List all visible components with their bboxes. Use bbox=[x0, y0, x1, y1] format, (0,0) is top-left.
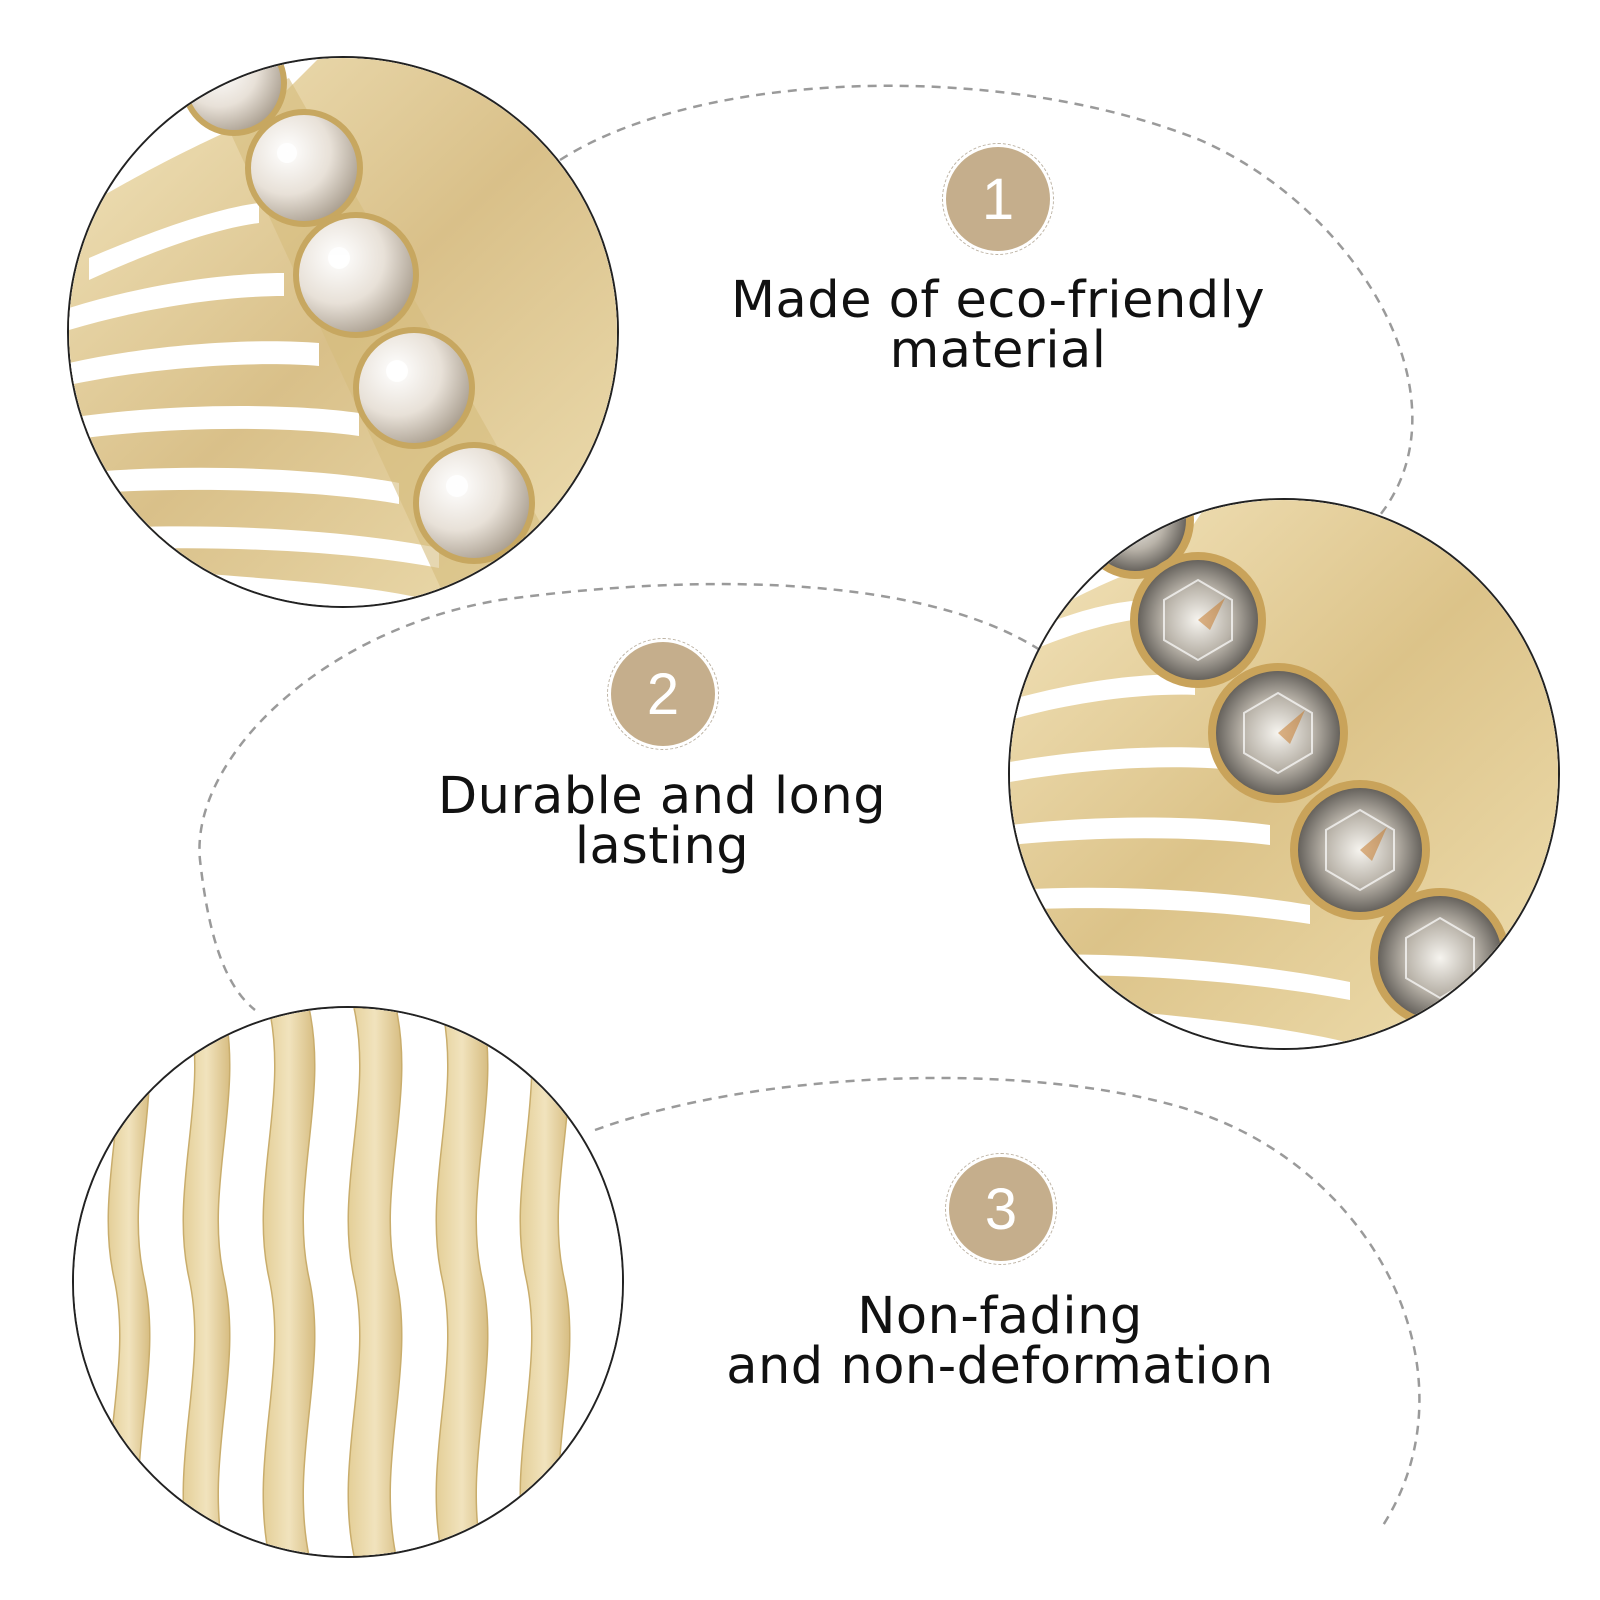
feature-number-3: 3 bbox=[984, 1176, 1018, 1242]
feature-number-badge-2: 2 bbox=[607, 638, 719, 750]
feature-number-badge-3: 3 bbox=[945, 1153, 1057, 1265]
feature-3-line-1: Non-fading bbox=[857, 1287, 1143, 1346]
feature-1-line-1: Made of eco-friendly bbox=[730, 271, 1266, 330]
rhinestone-comb-photo bbox=[1008, 498, 1560, 1050]
feature-2-line-2: lasting bbox=[574, 817, 750, 876]
dashed-curve-1 bbox=[559, 84, 1414, 516]
feature-2-line-1: Durable and long bbox=[437, 767, 887, 826]
feature-number-1: 1 bbox=[981, 166, 1015, 232]
feature-3-line-2: and non-deformation bbox=[726, 1337, 1274, 1396]
feature-number-2: 2 bbox=[646, 661, 680, 727]
feature-1-line-2: material bbox=[889, 321, 1107, 380]
feature-text-3: Non-fading and non-deformation bbox=[690, 1287, 1310, 1396]
feature-text-2: Durable and long lasting bbox=[352, 767, 972, 876]
wavy-teeth-image bbox=[74, 1008, 622, 1556]
wavy-teeth-photo bbox=[72, 1006, 624, 1558]
pearl-comb-image bbox=[69, 58, 617, 606]
pearl-comb-photo bbox=[67, 56, 619, 608]
feature-text-1: Made of eco-friendly material bbox=[688, 271, 1308, 380]
rhinestone-comb-image bbox=[1010, 500, 1558, 1048]
feature-number-badge-1: 1 bbox=[942, 143, 1054, 255]
